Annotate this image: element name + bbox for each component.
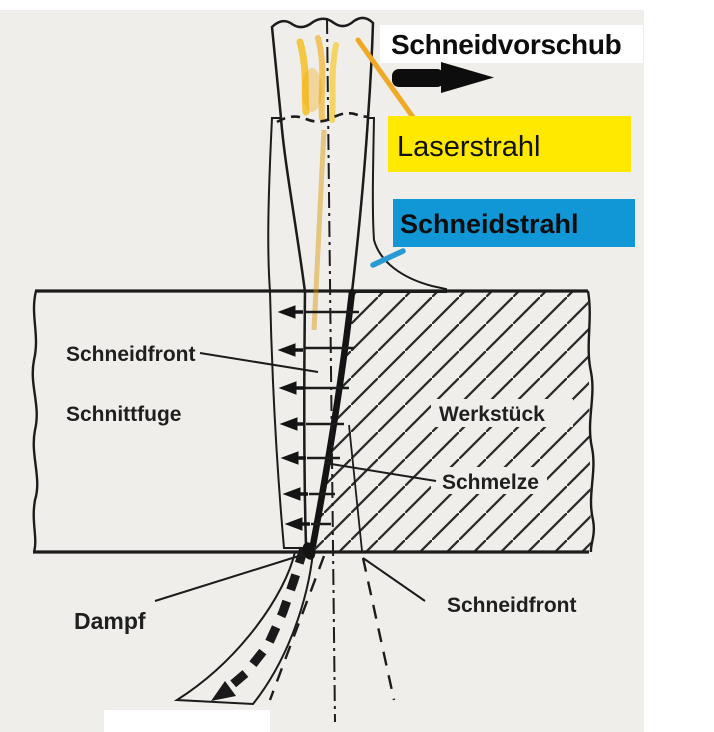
laser-tag-label: Laserstrahl	[397, 131, 540, 163]
vapor-flow-dashes	[223, 546, 309, 694]
laser-leader-line	[355, 37, 418, 123]
cutting-front-upper-label: Schneidfront	[66, 343, 196, 366]
cutting-front-lower-label: Schneidfront	[447, 594, 577, 617]
workpiece-label-gap	[431, 399, 573, 427]
vapor-jet-arrows	[211, 546, 309, 701]
melt-leader	[324, 462, 437, 482]
marker-streak	[329, 42, 339, 123]
cutting-front-steps	[305, 310, 359, 526]
kerf-arrowhead-icon	[284, 517, 303, 531]
feed-label-backing	[380, 25, 643, 63]
kerf-arrowhead-icon	[280, 451, 299, 465]
vapor-leader	[154, 554, 303, 602]
cut-jet-tag-label: Schneidstrahl	[400, 209, 579, 239]
kerf-arrowhead-icon	[279, 417, 298, 431]
laser-tag	[388, 116, 631, 172]
marker-blob	[302, 68, 322, 112]
cut-jet-leader-line	[370, 248, 406, 268]
melt-exit-blob	[302, 542, 316, 560]
melt-label-gap	[431, 467, 547, 494]
feed-arrow-tail	[392, 69, 444, 87]
trailing-front-line	[348, 424, 363, 552]
melt-label: Schmelze	[442, 471, 539, 494]
kerf-arrowhead-icon	[282, 487, 301, 501]
kerf-arrows	[277, 305, 310, 531]
workpiece-left-break-edge	[31, 290, 39, 553]
vapor-jet-below	[173, 551, 315, 706]
kerf-arrowhead-icon	[277, 343, 296, 357]
beam-centerline	[326, 17, 336, 723]
workpiece-right-break-edge	[586, 290, 596, 553]
feed-direction-arrow-icon	[392, 62, 494, 93]
callouts: Schneidvorschub Laserstrahl Schneidstrah…	[355, 25, 643, 268]
marker-streak	[315, 35, 326, 121]
workpiece-label: Werkstück	[439, 403, 545, 426]
vapor-arrowhead-icon	[211, 681, 236, 701]
feed-direction-label: Schneidvorschub	[391, 29, 621, 60]
cut-jet-tag	[393, 199, 635, 247]
front-lower-leader	[362, 557, 426, 602]
feed-arrowhead	[441, 62, 494, 93]
leader-lines	[154, 352, 437, 602]
laser-beam-body	[270, 16, 375, 547]
vapor-label: Dampf	[74, 608, 146, 634]
dashed-line-right	[361, 557, 396, 701]
front-upper-leader	[199, 352, 319, 373]
beam-break-dashed-line	[276, 111, 370, 124]
kerf-label: Schnittfuge	[66, 403, 182, 426]
workpiece-section	[31, 289, 596, 554]
kerf-arrowhead-icon	[278, 381, 297, 395]
bottom-retouch-patch	[104, 710, 270, 732]
dashed-line-left	[268, 555, 326, 701]
marker-streak	[296, 38, 310, 116]
figure-labels: Schneidfront Schnittfuge Werkstück Schme…	[66, 343, 577, 634]
kerf-arrowhead-icon	[277, 305, 296, 319]
